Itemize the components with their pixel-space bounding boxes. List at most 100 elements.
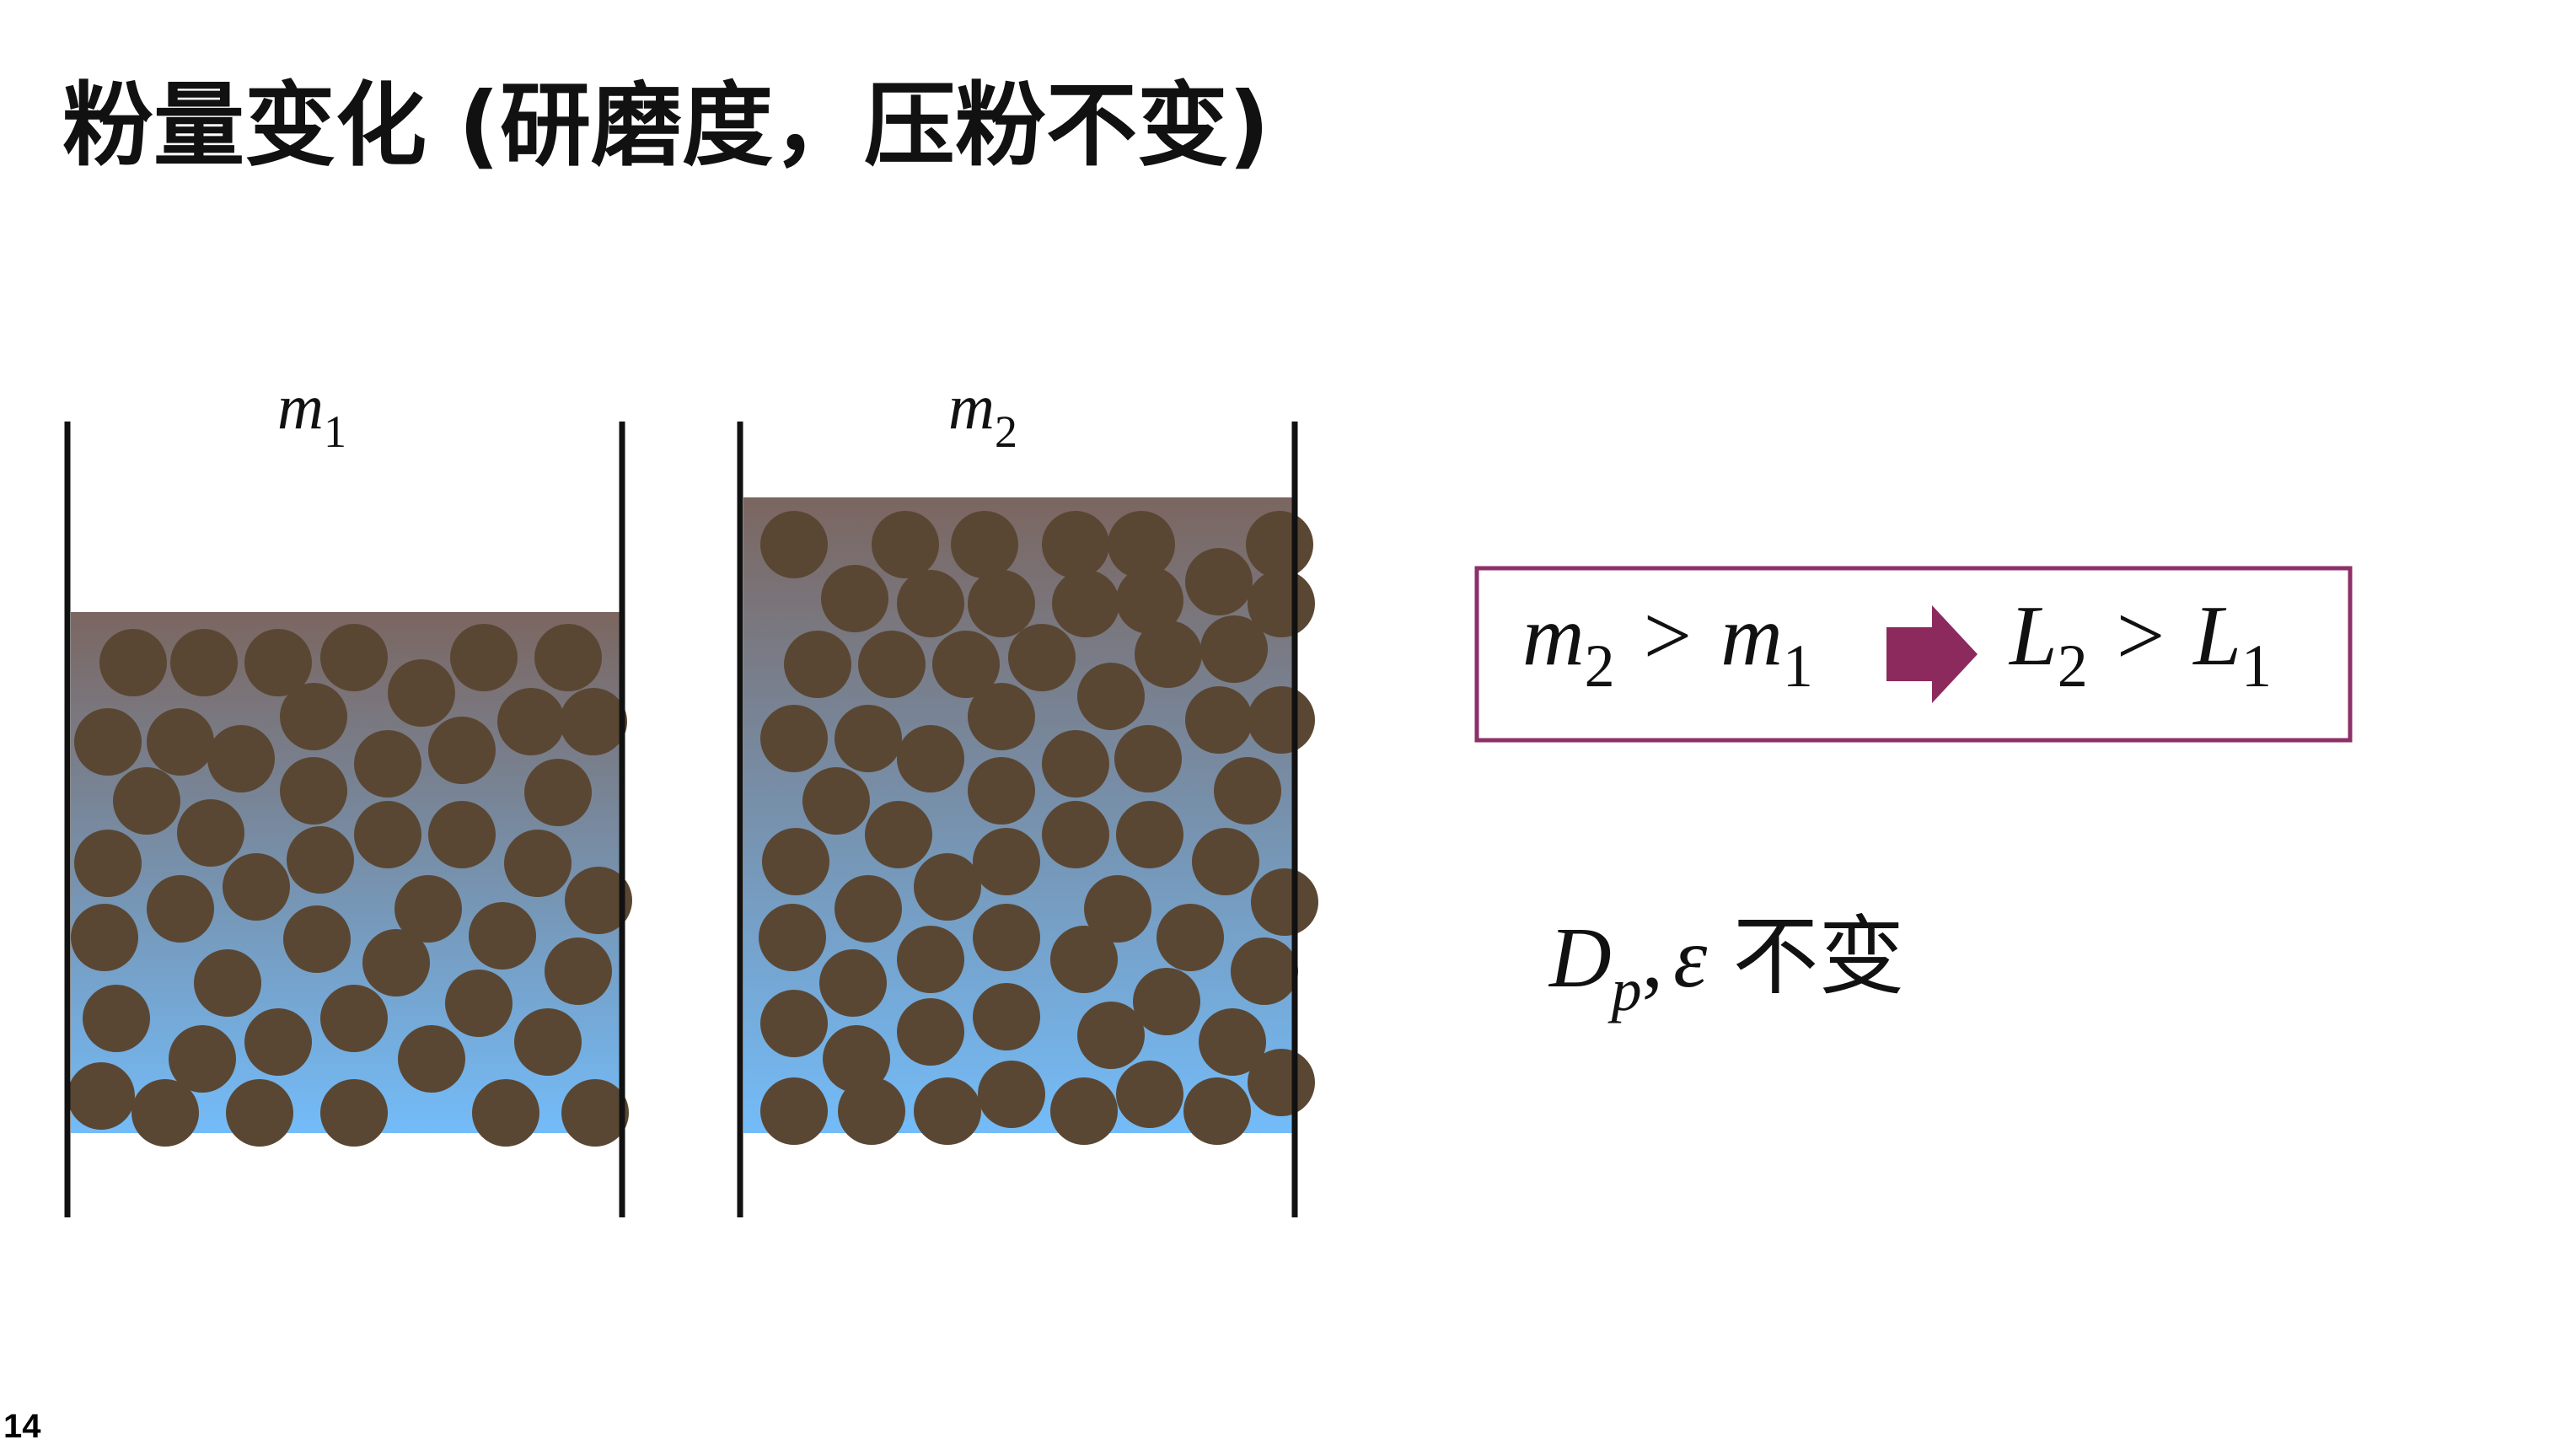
particle-right-36 xyxy=(1116,801,1183,868)
particle-right-13 xyxy=(1248,570,1315,637)
particle-right-31 xyxy=(1214,757,1281,825)
particle-left-12 xyxy=(354,730,421,798)
relation-mass-lhs-sub: 2 xyxy=(1585,632,1615,700)
particle-right-21 xyxy=(968,683,1035,750)
particle-right-2 xyxy=(872,511,939,578)
particle-left-47 xyxy=(561,1079,629,1147)
particle-left-14 xyxy=(497,688,565,755)
particle-right-5 xyxy=(1108,511,1175,578)
particle-left-28 xyxy=(394,875,462,943)
particle-right-60 xyxy=(978,1061,1045,1128)
relation-length: L2>L1 xyxy=(2008,588,2272,700)
particle-right-44 xyxy=(973,904,1040,971)
constants-var-diameter-sub: p xyxy=(1607,956,1642,1023)
particle-right-30 xyxy=(968,757,1035,825)
particle-left-22 xyxy=(354,801,421,868)
particle-left-46 xyxy=(472,1079,539,1147)
particle-right-14 xyxy=(784,631,851,698)
particle-right-57 xyxy=(760,1077,828,1145)
relation-box: m2>m1 L2>L1 xyxy=(1474,566,2353,743)
particle-right-16 xyxy=(932,631,1000,698)
particle-left-7 xyxy=(388,659,455,727)
relation-mass: m2>m1 xyxy=(1522,588,1813,700)
particle-right-39 xyxy=(835,875,902,943)
particle-left-34 xyxy=(194,949,261,1017)
particle-left-9 xyxy=(74,708,142,776)
particle-left-8 xyxy=(280,683,347,750)
particle-left-5 xyxy=(450,624,518,691)
particle-right-32 xyxy=(762,828,829,895)
particle-left-2 xyxy=(170,629,238,696)
particle-left-40 xyxy=(244,1008,312,1076)
particle-right-58 xyxy=(838,1077,905,1145)
particle-left-11 xyxy=(207,725,275,792)
particle-right-49 xyxy=(1133,968,1200,1035)
constants-var-diameter: D xyxy=(1548,911,1612,1006)
particle-right-26 xyxy=(1114,725,1182,792)
mass-label-left-var: m xyxy=(277,372,324,443)
particle-left-30 xyxy=(283,905,351,973)
particle-right-48 xyxy=(819,949,887,1017)
mass-label-right-sub: 2 xyxy=(995,406,1017,457)
particle-right-62 xyxy=(1116,1061,1183,1128)
mass-label-right-var: m xyxy=(948,372,995,443)
particle-left-33 xyxy=(362,929,430,996)
particle-right-25 xyxy=(1042,730,1109,798)
particle-right-15 xyxy=(858,631,926,698)
particle-left-6 xyxy=(534,624,602,691)
particle-right-9 xyxy=(968,570,1035,637)
relation-length-rhs-sub: 1 xyxy=(2241,632,2272,700)
particle-right-45 xyxy=(1050,926,1118,993)
particle-right-33 xyxy=(865,801,932,868)
particle-left-41 xyxy=(398,1025,465,1093)
slide-number: 14 xyxy=(3,1408,41,1445)
particle-right-40 xyxy=(1084,875,1151,943)
particle-right-1 xyxy=(760,511,828,578)
particle-left-32 xyxy=(545,937,612,1005)
particle-left-21 xyxy=(287,826,354,894)
constants-comma: , xyxy=(1642,911,1664,1006)
particle-right-27 xyxy=(1185,686,1253,754)
particle-right-23 xyxy=(835,705,902,772)
particle-left-26 xyxy=(147,875,214,943)
particle-right-46 xyxy=(1157,904,1224,971)
particle-left-27 xyxy=(223,853,290,921)
particle-right-18 xyxy=(1135,620,1202,688)
particle-left-3 xyxy=(244,629,312,696)
particle-right-37 xyxy=(1192,828,1259,895)
mass-label-left: m1 xyxy=(277,372,346,457)
particles-right xyxy=(759,511,1318,1145)
particle-left-13 xyxy=(428,717,496,784)
particle-right-35 xyxy=(1042,801,1109,868)
particle-left-24 xyxy=(504,830,572,897)
particle-left-25 xyxy=(565,867,632,934)
particle-left-1 xyxy=(99,629,167,696)
particle-left-43 xyxy=(131,1079,199,1147)
particle-right-52 xyxy=(973,983,1040,1050)
particle-right-50 xyxy=(760,990,828,1057)
particle-right-56 xyxy=(1248,1049,1315,1116)
particle-right-54 xyxy=(1199,1008,1266,1076)
particle-left-10 xyxy=(147,708,214,776)
container-left: m1 xyxy=(64,372,632,1217)
relation-length-lhs: L xyxy=(2008,588,2058,684)
particle-right-7 xyxy=(821,565,888,632)
particle-right-29 xyxy=(802,767,870,835)
particle-right-4 xyxy=(1042,511,1109,578)
relation-length-lhs-sub: 2 xyxy=(2058,632,2088,700)
particle-right-59 xyxy=(914,1077,981,1145)
particle-left-29 xyxy=(71,904,138,971)
particle-left-20 xyxy=(177,799,244,867)
particle-right-12 xyxy=(1185,548,1253,615)
particle-right-51 xyxy=(897,998,964,1066)
particle-left-18 xyxy=(524,759,592,826)
particle-right-38 xyxy=(914,853,981,921)
mass-label-right: m2 xyxy=(948,372,1017,457)
particle-right-63 xyxy=(1183,1077,1251,1145)
particle-left-16 xyxy=(113,767,180,835)
particle-right-41 xyxy=(1251,868,1318,936)
particle-left-45 xyxy=(320,1079,388,1147)
constants-text: 不变 xyxy=(1732,907,1904,1007)
particle-right-3 xyxy=(951,511,1018,578)
